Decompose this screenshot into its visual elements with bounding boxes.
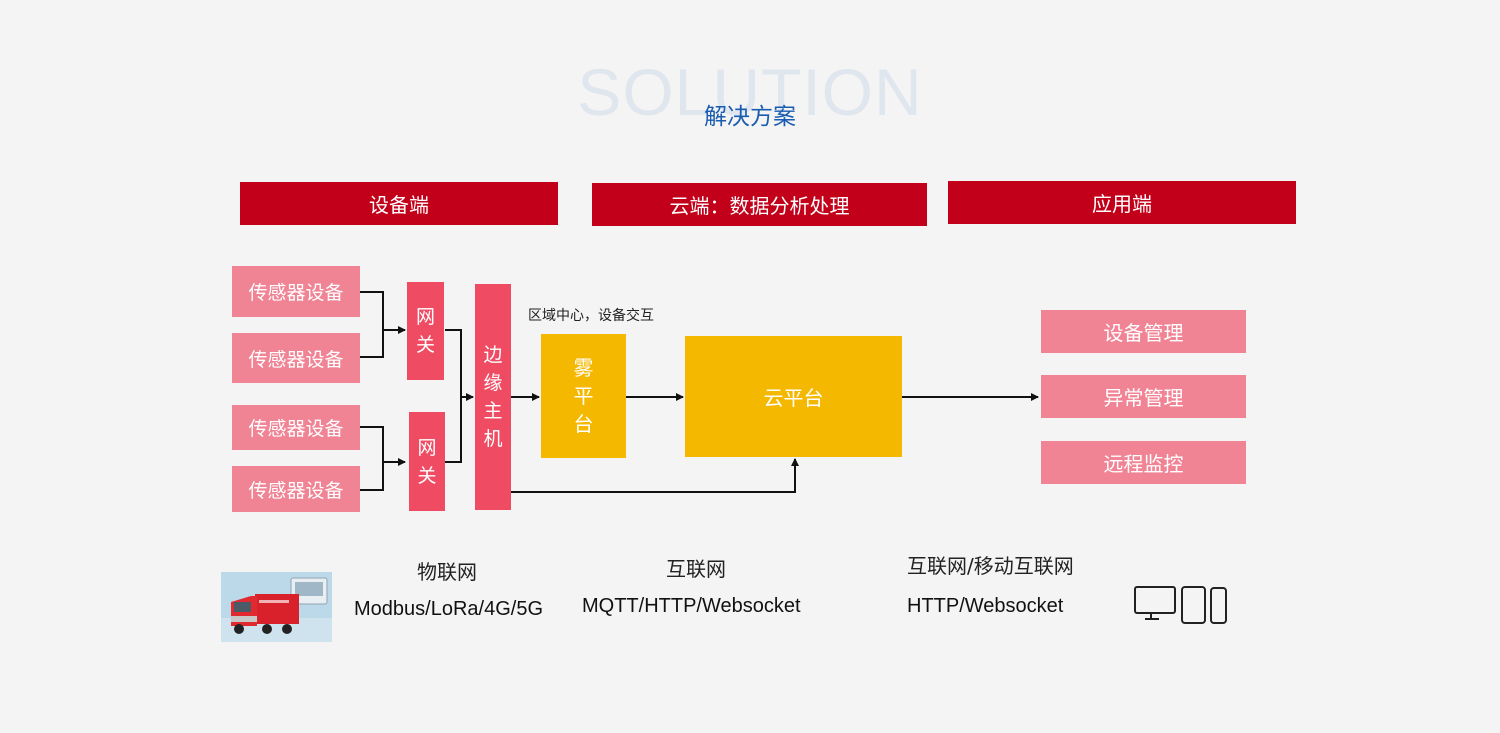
network-mobile-label: 互联网/移动互联网 <box>907 554 1074 578</box>
truck-illustration <box>221 572 332 642</box>
edge-host: 边缘主机 <box>475 284 511 510</box>
sensor-device-3: 传感器设备 <box>232 405 360 450</box>
gateway-2: 网关 <box>409 412 445 511</box>
gateway-1-label: 网关 <box>415 306 435 356</box>
sensor-device-1: 传感器设备 <box>232 266 360 317</box>
network-iot-label: 物联网 <box>417 560 477 584</box>
header-app-side: 应用端 <box>948 181 1296 224</box>
line-sensor-pair-1 <box>360 291 384 358</box>
app-exception-management: 异常管理 <box>1041 375 1246 418</box>
edge-host-label: 边缘主机 <box>483 344 503 450</box>
network-internet-label: 互联网 <box>666 557 726 581</box>
sensor-device-2: 传感器设备 <box>232 333 360 383</box>
header-cloud-side: 云端：数据分析处理 <box>592 183 927 226</box>
section-title: 解决方案 <box>704 104 796 130</box>
truck-device-photo-icon <box>221 572 332 642</box>
terminal-devices-icon <box>1133 584 1229 626</box>
network-internet-protocols: MQTT/HTTP/Websocket <box>582 595 801 617</box>
monitor-tablet-phone-icon <box>1134 586 1227 624</box>
line-sensor-pair-2 <box>360 426 384 491</box>
gateway-1: 网关 <box>407 282 444 380</box>
sensor-device-4: 传感器设备 <box>232 466 360 512</box>
line-gateways-join <box>445 329 462 463</box>
network-mobile-protocols: HTTP/Websocket <box>907 595 1064 617</box>
app-remote-monitoring: 远程监控 <box>1041 441 1246 484</box>
fog-platform: 雾平台 <box>541 334 626 458</box>
arrow-edge-to-cloud <box>511 458 799 493</box>
header-device-side: 设备端 <box>240 182 558 225</box>
fog-platform-label: 雾平台 <box>573 356 594 436</box>
gateway-2-label: 网关 <box>417 436 437 487</box>
app-device-management: 设备管理 <box>1041 310 1246 353</box>
fog-caption: 区域中心，设备交互 <box>528 308 654 324</box>
network-iot-protocols: Modbus/LoRa/4G/5G <box>354 598 543 620</box>
cloud-platform: 云平台 <box>685 336 902 457</box>
background-word: SOLUTION <box>577 55 923 129</box>
